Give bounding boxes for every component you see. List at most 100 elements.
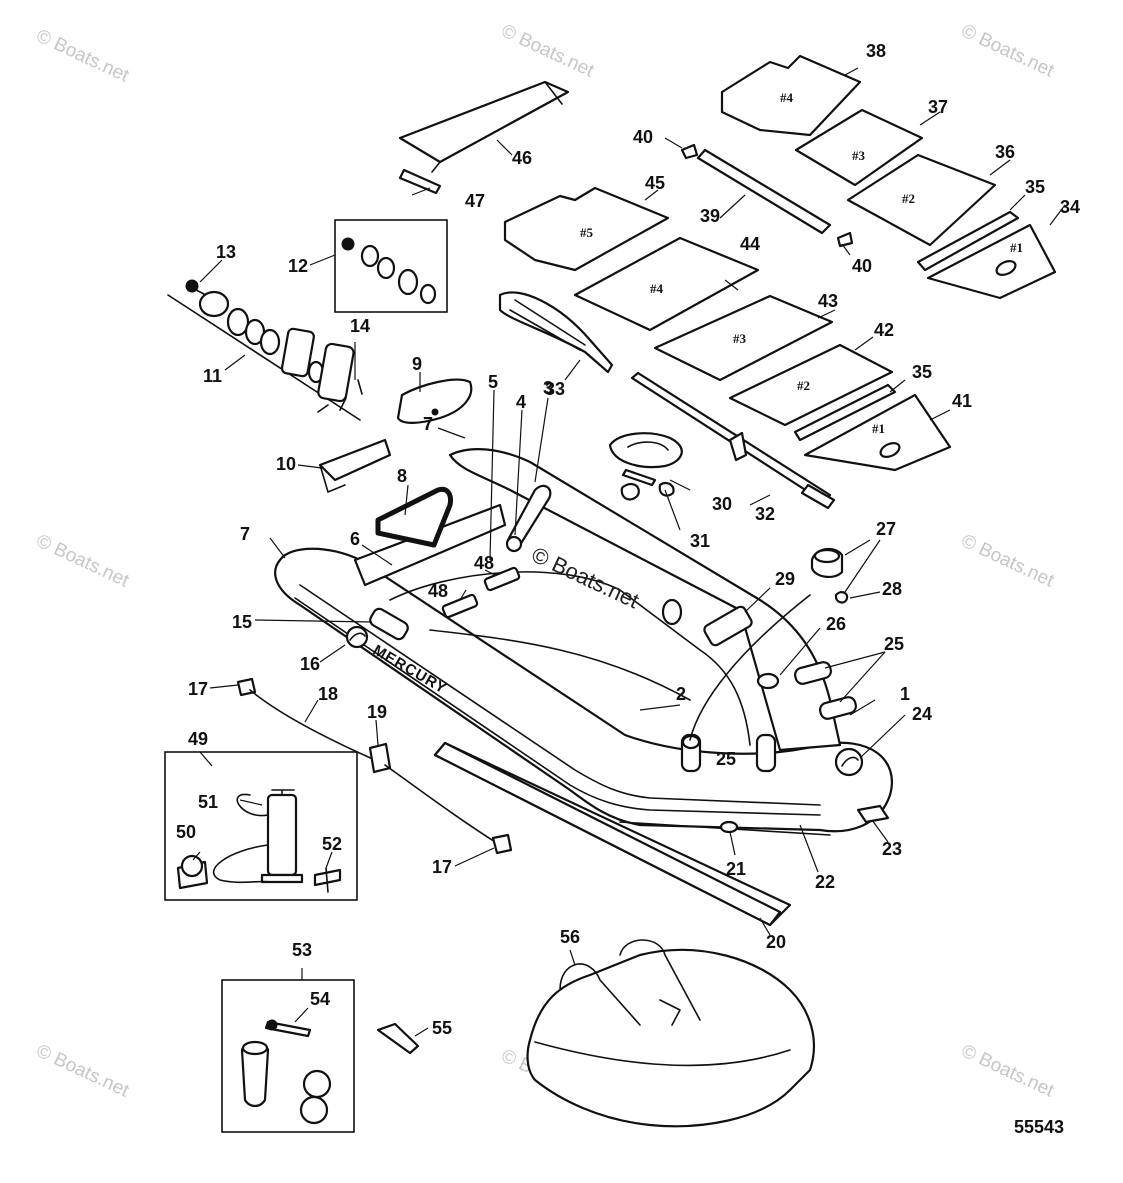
seat-rod (680, 143, 854, 248)
panel-label: #1 (1010, 240, 1023, 255)
inflatable-boat-hull: MERCURY (274, 448, 893, 836)
callout: 15 (232, 612, 252, 632)
valve-assembly (167, 279, 363, 421)
callout: 48 (428, 581, 448, 601)
callout: 31 (690, 531, 710, 551)
callout: 51 (198, 792, 218, 812)
glue-tube (376, 1022, 420, 1055)
panel-label: #2 (797, 378, 810, 393)
callout: 53 (292, 940, 312, 960)
panel-label: #2 (902, 191, 915, 206)
callout: 21 (726, 859, 746, 879)
callout: 2 (676, 684, 686, 704)
callout: 45 (645, 173, 665, 193)
callout: 17 (432, 857, 452, 877)
callout: 26 (826, 614, 846, 634)
watermark: © Boats.net (958, 1040, 1058, 1101)
callout: 54 (310, 989, 330, 1009)
callout: 24 (912, 704, 932, 724)
callout: 38 (866, 41, 886, 61)
lower-floor-panels: #5 #4 #3 #2 #1 (503, 186, 952, 472)
callout: 4 (516, 392, 526, 412)
keel-strip (433, 741, 792, 927)
callout: 44 (740, 234, 760, 254)
seat-pins (441, 566, 521, 619)
panel-label: #5 (580, 225, 594, 240)
panel-label: #3 (733, 331, 747, 346)
repair-patch (375, 486, 453, 548)
callout: 37 (928, 97, 948, 117)
watermark: © Boats.net (498, 20, 598, 81)
watermark: © Boats.net (33, 25, 133, 86)
callout: 46 (512, 148, 532, 168)
callout: 25 (884, 634, 904, 654)
watermark: © Boats.net (958, 530, 1058, 591)
panel-label: #4 (650, 281, 664, 296)
callout: 40 (633, 127, 653, 147)
callout: 7 (240, 524, 250, 544)
oarlock-pins (620, 468, 675, 501)
callout: 1 (900, 684, 910, 704)
upper-floor-panels: #4 #3 #2 #1 (720, 54, 1057, 300)
callout: 28 (882, 579, 902, 599)
callout: 27 (876, 519, 896, 539)
document-number: 55543 (1014, 1117, 1064, 1137)
callout: 14 (350, 316, 370, 336)
callout: 9 (412, 354, 422, 374)
callout: 19 (367, 702, 387, 722)
callout: 10 (276, 454, 296, 474)
leader-lines (192, 67, 1066, 1037)
callout: 30 (712, 494, 732, 514)
transom-board (398, 80, 570, 195)
panel-label: #1 (872, 421, 885, 436)
bow-rope (236, 677, 513, 855)
callout: 39 (700, 206, 720, 226)
center-watermark: © Boats.net (528, 542, 643, 613)
watermark: © Boats.net (33, 530, 133, 591)
callout: 33 (545, 379, 565, 399)
callout: 8 (397, 466, 407, 486)
callout: 55 (432, 1018, 452, 1038)
panel-label: #3 (852, 148, 866, 163)
oar-shaft (630, 371, 836, 510)
callout: 35 (912, 362, 932, 382)
callout: 3 (543, 378, 553, 398)
callout: 42 (874, 320, 894, 340)
pump-kit-box (164, 751, 358, 901)
callout: 22 (815, 872, 835, 892)
callout: 7 (423, 414, 433, 434)
valve-kit-box (334, 219, 448, 313)
callout: 5 (488, 372, 498, 392)
callout: 18 (318, 684, 338, 704)
watermark: © Boats.net (958, 20, 1058, 81)
callout: 11 (203, 366, 222, 386)
callout: 32 (755, 504, 775, 524)
callout: 36 (995, 142, 1015, 162)
transom-plate (396, 378, 473, 424)
oar-blade (498, 291, 614, 374)
oarlock (608, 432, 683, 469)
callout: 47 (465, 191, 485, 211)
repair-kit-box (221, 979, 355, 1133)
callout: 41 (952, 391, 972, 411)
callout: 52 (322, 834, 342, 854)
callout: 29 (775, 569, 795, 589)
callout: 17 (188, 679, 208, 699)
storage-bag (526, 939, 815, 1128)
callout: 23 (882, 839, 902, 859)
callout: 50 (176, 822, 196, 842)
callout: 49 (188, 729, 208, 749)
callout: 12 (288, 256, 308, 276)
callout: 35 (1025, 177, 1045, 197)
callout: 13 (216, 242, 236, 262)
callout: 34 (1060, 197, 1080, 217)
callout-labels: 1 2 3 4 5 6 7 7 8 9 10 11 12 13 14 15 16… (176, 41, 1080, 1038)
callout: 6 (350, 529, 360, 549)
valve-cap (810, 547, 849, 604)
callout: 56 (560, 927, 580, 947)
callout: 25 (716, 749, 736, 769)
callout: 40 (852, 256, 872, 276)
bracket (318, 438, 392, 482)
